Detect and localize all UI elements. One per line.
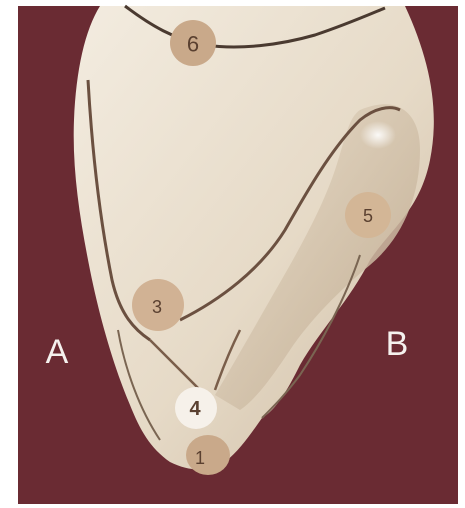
marker-1-label: 1 (195, 448, 205, 468)
marker-4-label: 4 (189, 398, 201, 420)
marker-5: 5 (345, 192, 391, 238)
enamel-shine (360, 121, 396, 149)
side-label-b: B (386, 325, 409, 363)
marker-3: 3 (132, 279, 184, 331)
marker-1: 1 (186, 435, 230, 475)
marker-3-label: 3 (152, 297, 162, 317)
marker-4: 4 (175, 387, 217, 429)
side-label-a: A (46, 333, 69, 371)
marker-6: 6 (170, 20, 216, 66)
marker-5-label: 5 (363, 206, 373, 226)
marker-6-label: 6 (187, 32, 199, 57)
